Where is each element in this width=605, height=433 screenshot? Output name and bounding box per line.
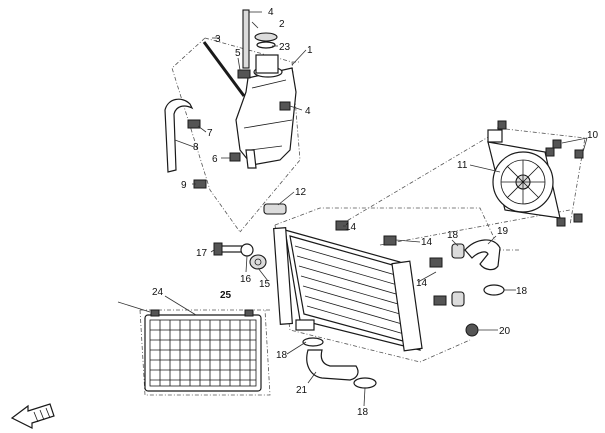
callout-10: 10	[587, 130, 599, 141]
cooling-fan	[487, 120, 584, 227]
callout-18-bottom: 18	[357, 407, 369, 418]
front-direction-arrow-icon	[10, 403, 55, 429]
callout-15: 15	[259, 279, 271, 290]
callout-14-top: 14	[345, 222, 357, 233]
callout-9: 9	[181, 180, 187, 191]
callout-7: 7	[207, 128, 213, 139]
callout-12: 12	[295, 187, 307, 198]
callout-24: 25	[220, 290, 232, 301]
overflow-hose	[164, 98, 207, 189]
callout-8: 8	[193, 142, 199, 153]
upper-hose	[451, 239, 505, 337]
callout-2: 2	[279, 19, 285, 30]
leader-lines	[117, 11, 588, 407]
callout-16: 16	[240, 274, 252, 285]
callout-4-upper: 4	[305, 106, 311, 117]
callout-17: 17	[196, 248, 208, 259]
callout-22: 23	[279, 42, 291, 53]
callout-18-upper: 18	[447, 230, 459, 241]
mounting-bolt-set	[213, 242, 267, 270]
callout-5: 5	[235, 48, 241, 59]
callout-19: 19	[497, 226, 509, 237]
lower-hose	[302, 337, 377, 389]
callout-18-right: 18	[516, 286, 528, 297]
callout-14-mid: 14	[421, 237, 433, 248]
callout-21: 21	[296, 385, 308, 396]
callout-3: 3	[215, 34, 221, 45]
callout-labels: 4 2 23 3 1 5 4 7 8 6 9 10 11 12 14 14 14…	[152, 7, 599, 418]
callout-23: 24	[152, 287, 164, 298]
callout-1: 1	[307, 45, 313, 56]
callout-20: 20	[499, 326, 511, 337]
callout-18-left: 18	[276, 350, 288, 361]
radiator	[263, 203, 447, 352]
expansion-tank	[202, 9, 297, 169]
callout-6: 4	[268, 7, 274, 18]
callout-11: 11	[457, 160, 468, 171]
callout-14-low: 14	[416, 278, 428, 289]
radiator-screen	[144, 309, 262, 392]
callout-4-lower: 6	[212, 154, 218, 165]
